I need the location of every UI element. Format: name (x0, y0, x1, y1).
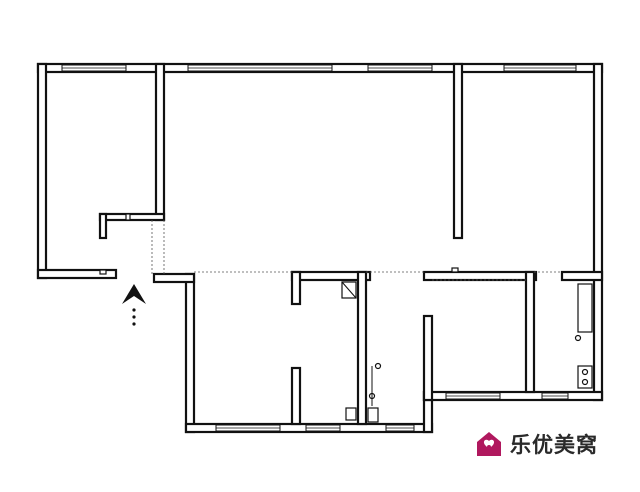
house-heart-icon (477, 432, 501, 456)
lower-entry-wall (152, 272, 196, 284)
entrance-arrow-icon (122, 284, 146, 326)
windows (61, 64, 577, 432)
bedroom-door-jamb (290, 270, 302, 306)
counter (577, 283, 593, 333)
left-room-door-jamb (98, 212, 108, 240)
kitchen-left-wall (422, 314, 434, 402)
stove-icon (577, 365, 593, 389)
right-room-top-wall (560, 270, 604, 282)
kitchen-top-wall (422, 270, 538, 282)
switch-mark (125, 213, 131, 221)
drain-icon (374, 362, 382, 370)
brand-name: 乐优美窝 (510, 433, 598, 457)
switch-mark (99, 269, 107, 275)
left-room-bottom-wall (36, 268, 118, 280)
kitchen-right-wall (524, 270, 536, 394)
lower-left-wall (184, 272, 196, 434)
drain-icon (574, 334, 582, 342)
bedroom-lower-jamb (290, 366, 302, 426)
interior-walls (98, 62, 604, 426)
bathroom-left-wall (356, 270, 368, 426)
left-wall (36, 62, 48, 280)
burner-icon (581, 378, 589, 386)
toilet-icon (367, 407, 379, 423)
left-room-door-wall (98, 212, 166, 222)
brand-logo: 乐优美窝 (474, 426, 598, 462)
fixtures (99, 213, 593, 423)
outer-walls (36, 62, 604, 434)
right-wall (592, 62, 604, 402)
switch-mark (451, 267, 459, 273)
opening-lines (151, 220, 562, 281)
partition-left-living (154, 62, 166, 222)
burner-icon (581, 368, 589, 376)
partition-living-right (452, 62, 464, 240)
sink-icon (345, 407, 357, 421)
